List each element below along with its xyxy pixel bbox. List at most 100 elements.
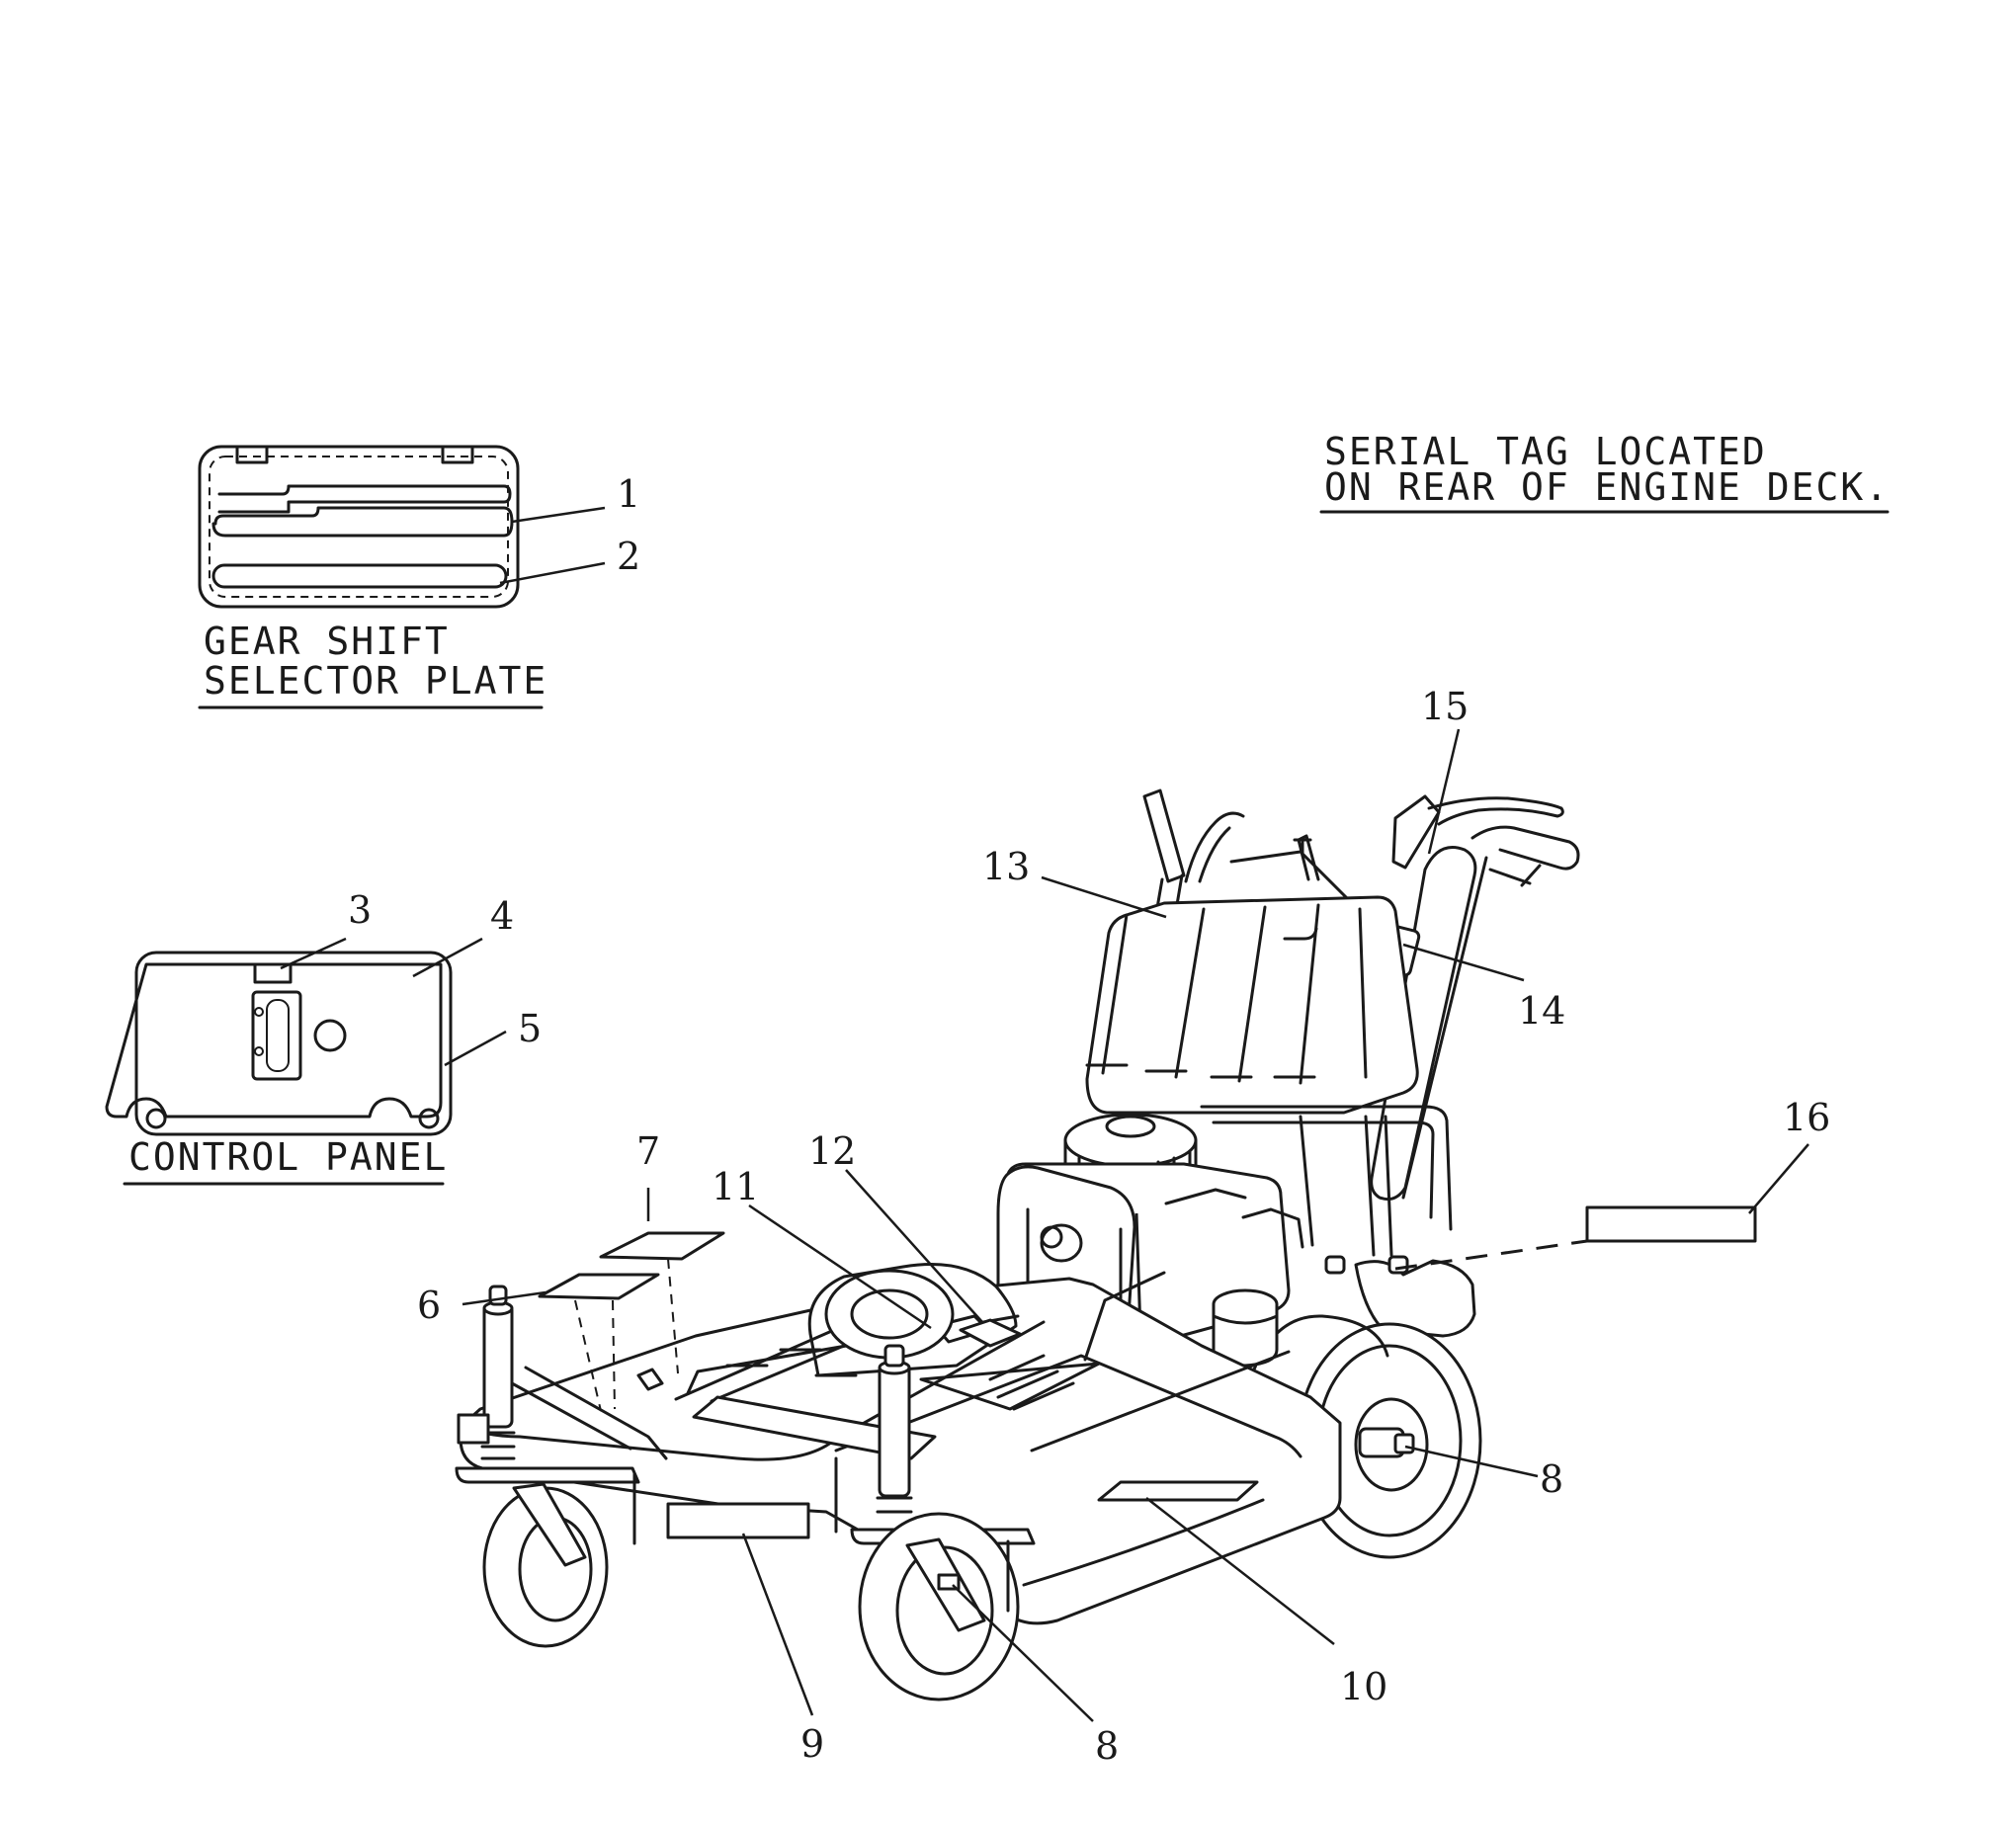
deck-front-decal-9 — [666, 1502, 810, 1539]
caster-left-post — [482, 1302, 514, 1429]
caster-left-bracket — [455, 1466, 640, 1484]
selector-slot-1b — [211, 506, 514, 538]
callout-10-label: 10 — [1340, 1665, 1387, 1708]
selector-plate-outline — [198, 445, 520, 609]
caster-right-post — [878, 1362, 911, 1498]
callout-3: 3 — [280, 888, 372, 970]
panel-slot-stop-bottom — [254, 1046, 264, 1056]
serial-tag-locator-line — [1394, 1239, 1588, 1271]
callout-9-leader — [741, 1533, 814, 1716]
callout-16-leader — [1748, 1143, 1809, 1214]
callout-13-leader — [1041, 875, 1167, 919]
right-handle-cable — [1401, 856, 1488, 1200]
right-handle-grip — [1470, 825, 1580, 871]
callout-11: 11 — [712, 1165, 932, 1330]
callout-2-label: 2 — [617, 535, 640, 578]
callout-7-label: 7 — [636, 1129, 660, 1173]
panel-key-hole — [313, 1019, 347, 1052]
selector-slot-1 — [217, 484, 512, 514]
panel-mount-hole-left — [145, 1108, 167, 1129]
left-control-grip — [1142, 788, 1186, 883]
control-panel: CONTROL PANEL — [105, 951, 453, 1186]
center-lever — [1297, 834, 1320, 881]
deck-decal-12 — [959, 1318, 1022, 1348]
callout-13-label: 13 — [982, 845, 1030, 888]
frame-uprights — [1299, 1115, 1393, 1257]
callout-15-leader — [1427, 728, 1461, 855]
callout-15-label: 15 — [1421, 685, 1469, 728]
callout-3-label: 3 — [348, 888, 372, 932]
mower-drawing — [455, 788, 1757, 1702]
callout-4-leader — [412, 937, 483, 978]
deck-decal-7-mount — [636, 1368, 664, 1391]
decal-7 — [599, 1231, 725, 1261]
serial-note-line2: ON REAR OF ENGINE DECK. — [1324, 465, 1890, 509]
panel-mount-hole-right — [418, 1108, 440, 1129]
exploded-decals — [538, 1231, 725, 1412]
callout-4: 4 — [412, 894, 514, 978]
callout-12-label: 12 — [808, 1129, 856, 1173]
caster-left — [455, 1285, 668, 1648]
engine-frame-rails — [1200, 1105, 1453, 1231]
callout-10: 10 — [1145, 1497, 1387, 1708]
deck-center-decal-area — [692, 1395, 937, 1460]
engine-muffler-edge — [1164, 1188, 1304, 1249]
tank-dashes — [1085, 1063, 1316, 1079]
oil-filter-band — [1212, 1314, 1279, 1325]
callout-14-leader — [1402, 943, 1525, 982]
serial-tag-16 — [1585, 1205, 1757, 1243]
tank-ribs — [1101, 903, 1368, 1085]
deck-top-right-edge — [834, 1354, 1302, 1458]
callout-4-label: 4 — [490, 894, 514, 938]
right-handle-lever — [1488, 864, 1542, 887]
deck-pulley-left-inner — [850, 1288, 929, 1340]
callout-8-rear-leader — [1404, 1445, 1539, 1478]
panel-decal-3 — [253, 962, 293, 984]
caster-right-spacers — [876, 1496, 913, 1514]
callout-8-rear-label: 8 — [1540, 1457, 1563, 1501]
decal-6 — [538, 1273, 660, 1300]
fuel-tank-body — [1085, 895, 1419, 1115]
callout-8-rear: 8 — [1404, 1445, 1563, 1501]
axle-bolt — [1387, 1255, 1409, 1275]
serial-note-line1: SERIAL TAG LOCATED — [1324, 430, 1767, 473]
rear-wheel-decal-8 — [1393, 1433, 1415, 1454]
serial-tag-note: SERIAL TAG LOCATED ON REAR OF ENGINE DEC… — [1319, 430, 1890, 514]
callout-5-leader — [444, 1030, 507, 1067]
callout-12-leader — [845, 1169, 983, 1323]
callout-8-front: 8 — [952, 1584, 1119, 1768]
right-upper-grip — [1391, 794, 1441, 870]
gear-caption-line1: GEAR SHIFT — [204, 620, 450, 663]
callout-10-leader — [1145, 1497, 1335, 1645]
gear-shift-selector-plate: GEAR SHIFT SELECTOR PLATE — [198, 445, 546, 709]
deck-rib-lines — [988, 1354, 1075, 1411]
callout-5-label: 5 — [518, 1007, 542, 1050]
callout-1-label: 1 — [617, 472, 640, 516]
callout-16: 16 — [1748, 1096, 1830, 1214]
mower-handlebar — [1121, 788, 1580, 1202]
frame-bolt — [1324, 1255, 1346, 1275]
control-panel-outline — [134, 951, 453, 1136]
callout-7: 7 — [636, 1129, 660, 1221]
callout-11-leader — [748, 1204, 932, 1330]
callout-11-label: 11 — [712, 1165, 759, 1208]
mower-frame — [1200, 1105, 1482, 1559]
callout-13: 13 — [982, 845, 1167, 919]
panel-shift-slot — [266, 999, 290, 1072]
callout-6-label: 6 — [417, 1284, 441, 1327]
callout-2: 2 — [499, 535, 640, 585]
decal-6-locator-lines — [574, 1299, 616, 1412]
callout-8-front-label: 8 — [1095, 1724, 1119, 1768]
right-handle-bar — [1427, 796, 1564, 826]
panel-slot-stop-top — [254, 1007, 264, 1017]
callout-16-label: 16 — [1783, 1096, 1830, 1139]
decal-7-locator-line — [667, 1258, 679, 1374]
fuel-cap-engine — [1040, 1223, 1083, 1263]
selector-slot-2 — [211, 563, 508, 589]
callout-9-label: 9 — [800, 1722, 824, 1766]
fuel-cap-engine-inner — [1040, 1225, 1063, 1249]
panel-shift-slot-frame — [251, 990, 302, 1081]
selector-plate-tabs — [235, 445, 474, 464]
caster-right-post-knob — [883, 1344, 905, 1368]
